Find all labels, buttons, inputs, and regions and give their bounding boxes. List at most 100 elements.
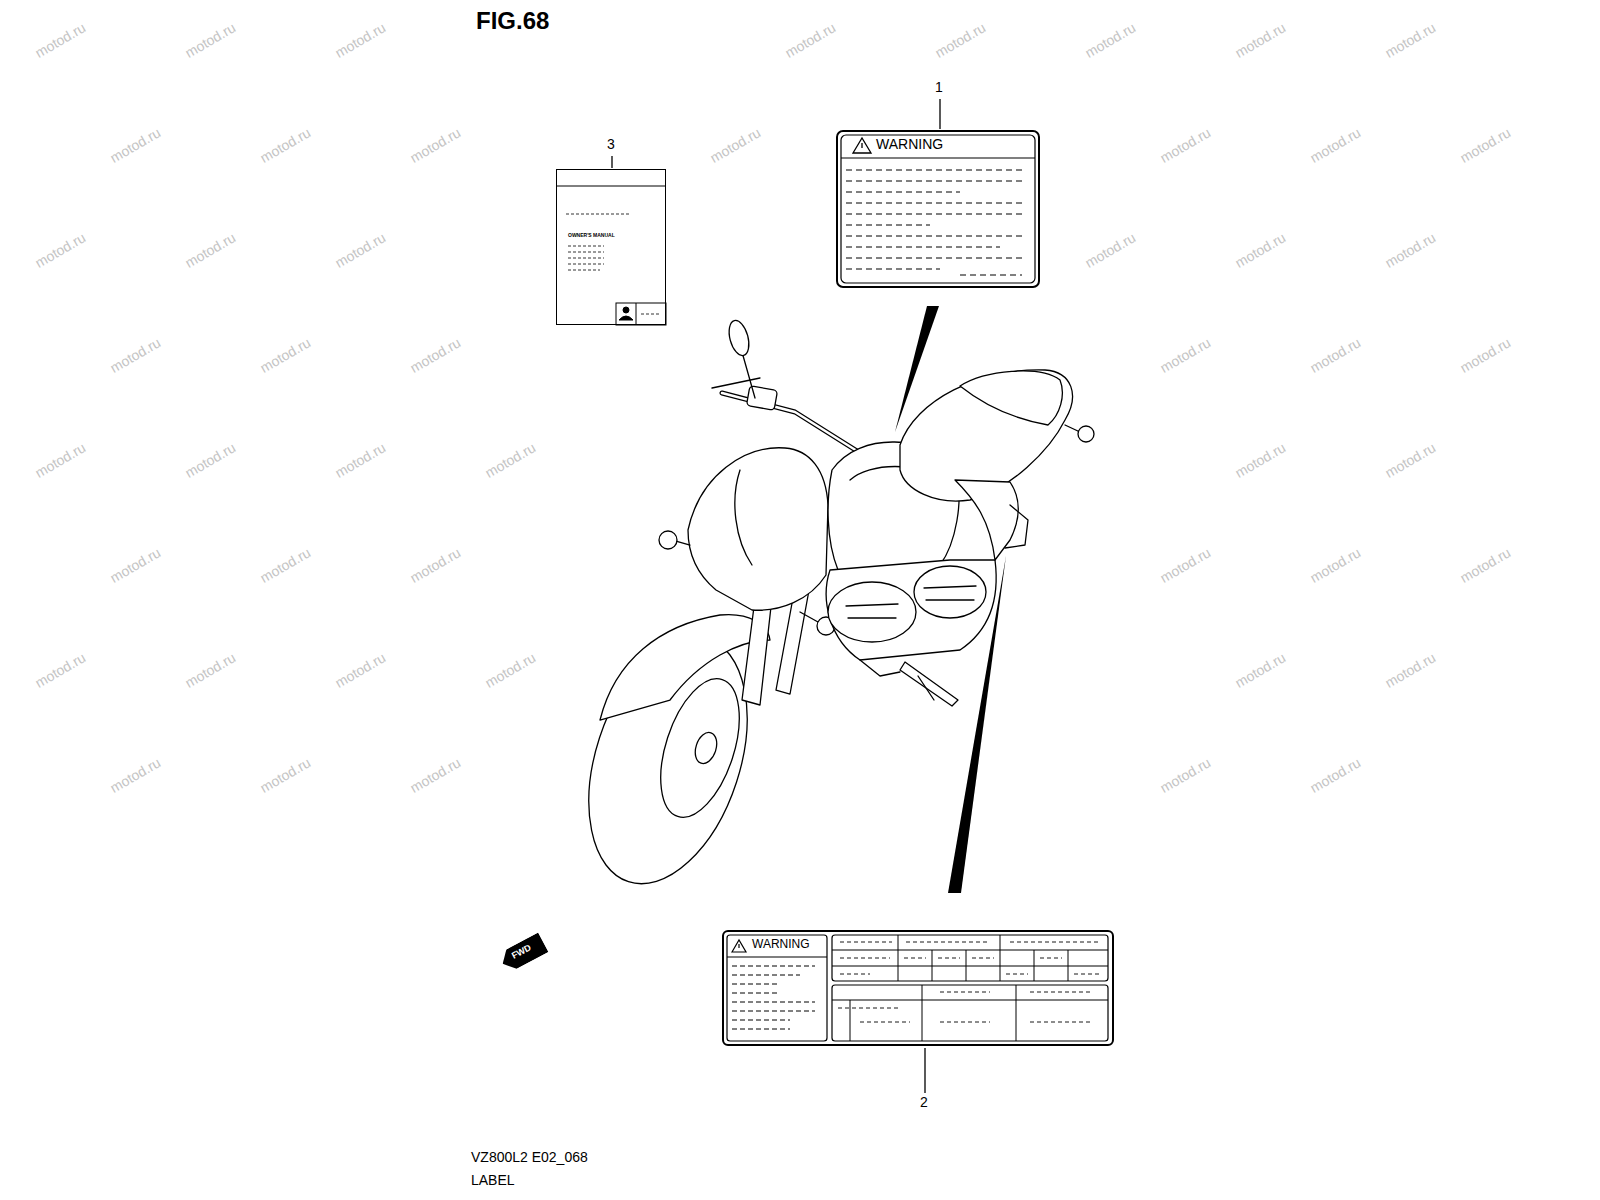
warning-label-detail xyxy=(960,275,1022,276)
warning-label-detail xyxy=(1068,950,1069,981)
warning-label-detail xyxy=(1074,974,1100,975)
warning-label-detail xyxy=(966,950,967,981)
arrow-shape xyxy=(498,932,549,973)
watermark: motod.ru xyxy=(32,230,88,271)
manual-detail xyxy=(623,307,629,313)
watermark: motod.ru xyxy=(1157,125,1213,166)
watermark: motod.ru xyxy=(1082,230,1138,271)
label-text: WARNING xyxy=(752,938,810,951)
warning-label-detail xyxy=(840,942,1100,974)
warning-label-detail xyxy=(846,236,1022,237)
manual-detail xyxy=(556,186,666,325)
manual-detail xyxy=(556,186,666,187)
watermark: motod.ru xyxy=(332,650,388,691)
manual-detail xyxy=(568,258,604,259)
warning-label-detail xyxy=(841,135,1035,283)
watermark: motod.ru xyxy=(1382,20,1438,61)
warning-label-detail xyxy=(1000,950,1001,981)
watermark: motod.ru xyxy=(107,125,163,166)
watermark: motod.ru xyxy=(257,335,313,376)
watermark: motod.ru xyxy=(1307,335,1363,376)
warning-label-detail xyxy=(1006,974,1028,975)
warning-label-detail xyxy=(1040,958,1062,959)
warning-label-detail xyxy=(904,958,926,959)
warning-label-detail xyxy=(732,984,780,985)
warning-label-detail xyxy=(846,225,930,226)
motorcycle-drawing xyxy=(826,560,996,660)
warning-label-detail xyxy=(846,170,1022,275)
watermark: motod.ru xyxy=(1382,230,1438,271)
callout-number: 2 xyxy=(920,1095,928,1110)
warning-label-detail xyxy=(832,1000,1108,1001)
manual-detail xyxy=(636,303,637,325)
watermark: motod.ru xyxy=(1232,650,1288,691)
watermark: motod.ru xyxy=(32,650,88,691)
warning-label-detail xyxy=(861,143,862,148)
warning-label-detail xyxy=(838,1008,900,1009)
callout-number: 1 xyxy=(935,80,943,95)
manual-detail xyxy=(568,252,604,253)
watermark: motod.ru xyxy=(32,440,88,481)
leader-line xyxy=(611,156,612,168)
warning-label-detail xyxy=(832,985,1108,1041)
motorcycle-drawing xyxy=(676,541,690,545)
watermark: motod.ru xyxy=(257,755,313,796)
warning-label-detail xyxy=(732,1011,815,1012)
warning-label-detail xyxy=(732,940,746,952)
callout-number: 3 xyxy=(607,137,615,152)
warning-label-detail xyxy=(727,956,827,957)
warning-label-detail xyxy=(932,950,933,981)
leader-line xyxy=(924,1048,925,1093)
watermark: motod.ru xyxy=(1457,125,1513,166)
warning-label-detail xyxy=(1010,942,1100,943)
motorcycle-drawing xyxy=(860,660,900,676)
owners-manual: OWNER'S MANUAL xyxy=(556,169,666,325)
watermark: motod.ru xyxy=(1157,545,1213,586)
watermark: motod.ru xyxy=(1232,20,1288,61)
warning-label-detail xyxy=(838,992,1090,1022)
motorcycle-drawing xyxy=(828,582,916,642)
label-text: OWNER'S MANUAL xyxy=(568,233,615,239)
warning-label-detail xyxy=(860,1022,910,1023)
warning-label-detail xyxy=(846,258,1022,259)
manual-detail xyxy=(616,303,666,325)
motorcycle-drawing xyxy=(1065,425,1080,432)
warning-label: WARNING xyxy=(722,930,1114,1046)
manual-detail xyxy=(619,316,633,320)
warning-label-detail xyxy=(846,181,1022,182)
motorcycle-drawing xyxy=(659,531,677,549)
watermark: motod.ru xyxy=(1382,440,1438,481)
motorcycle-drawing xyxy=(746,386,777,411)
warning-label-detail xyxy=(832,935,1108,981)
motorcycle-drawing xyxy=(960,371,1062,425)
manual-detail xyxy=(641,314,660,315)
watermark: motod.ru xyxy=(182,20,238,61)
manual-detail xyxy=(568,270,600,271)
warning-label-detail xyxy=(732,975,800,976)
warning-label-detail xyxy=(841,157,1035,158)
warning-label-detail xyxy=(1030,992,1090,993)
warning-label-detail xyxy=(846,247,1000,248)
watermark: motod.ru xyxy=(1232,440,1288,481)
manual-detail xyxy=(566,214,630,215)
warning-label-detail xyxy=(727,935,1108,1041)
warning-label-detail xyxy=(940,992,990,993)
warning-label-detail xyxy=(727,935,827,1041)
motorcycle-drawing xyxy=(742,352,755,398)
warning-label-detail xyxy=(922,985,923,1041)
label-text: WARNING xyxy=(876,137,943,152)
warning-label-detail xyxy=(846,192,960,193)
watermark: motod.ru xyxy=(482,650,538,691)
watermark: motod.ru xyxy=(257,125,313,166)
watermark: motod.ru xyxy=(32,20,88,61)
warning-label-detail xyxy=(732,993,780,994)
motorcycle-drawing xyxy=(692,730,721,767)
motorcycle-drawing xyxy=(924,586,976,600)
watermark: motod.ru xyxy=(1232,230,1288,271)
warning-label-detail xyxy=(906,942,990,943)
figure-title: FIG.68 xyxy=(476,8,549,34)
motorcycle-drawing xyxy=(688,448,828,610)
motorcycle-drawing xyxy=(914,566,986,618)
watermark: motod.ru xyxy=(332,440,388,481)
section-caption: LABEL xyxy=(471,1173,515,1188)
